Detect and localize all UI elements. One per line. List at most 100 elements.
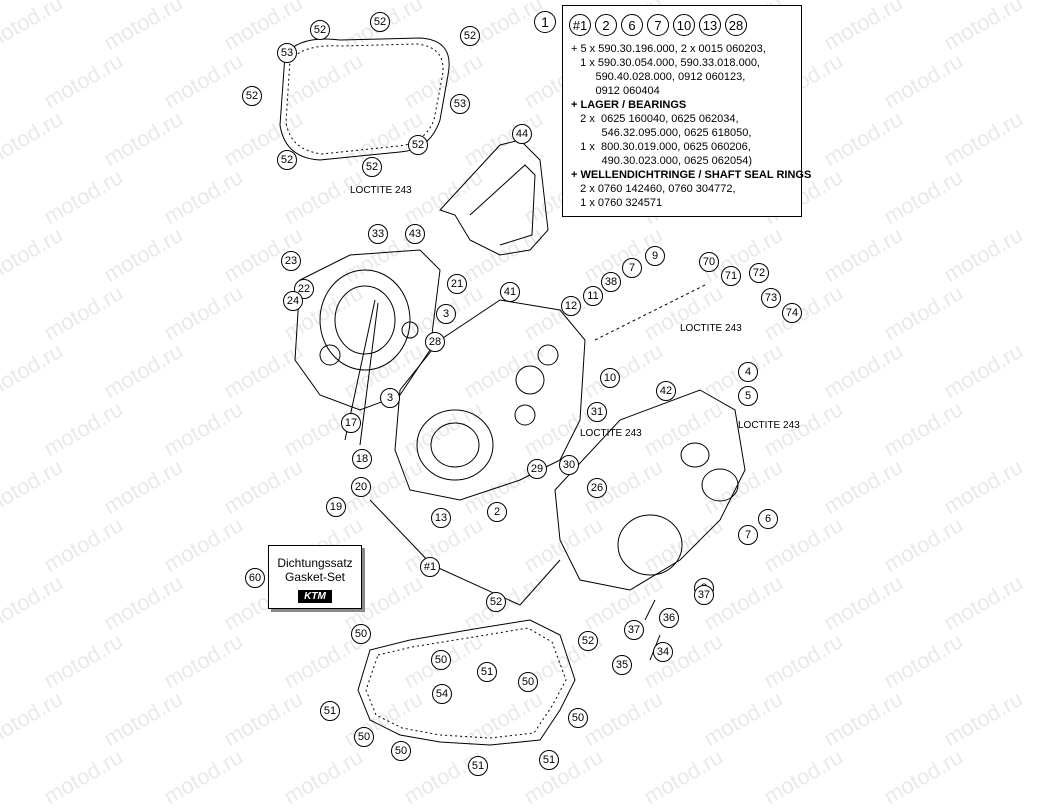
part-callout: 5: [738, 386, 758, 406]
legend-header-callout: 2: [595, 14, 617, 36]
loctite-note: LOCTITE 243: [738, 420, 800, 431]
part-callout: 52: [362, 157, 382, 177]
part-callout: 50: [354, 727, 374, 747]
part-callout: 44: [512, 124, 532, 144]
part-callout: 50: [568, 708, 588, 728]
part-callout: 2: [487, 502, 507, 522]
legend-line: 546.32.095.000, 0625 618050,: [571, 127, 752, 139]
part-callout: 11: [583, 286, 603, 306]
part-callout: 38: [601, 272, 621, 292]
loctite-note: LOCTITE 243: [680, 323, 742, 334]
parts-line-art: [279, 37, 746, 746]
legend-header-callout: #1: [569, 14, 591, 36]
legend-line: 490.30.023.000, 0625 062054): [571, 155, 753, 167]
gasket-set-line2: Gasket-Set: [284, 570, 346, 584]
crankcase-gasket: [357, 619, 576, 746]
legend-header-callout: 13: [699, 14, 721, 36]
part-callout: 23: [281, 251, 301, 271]
part-callout: 21: [447, 274, 467, 294]
legend-line: + WELLENDICHTRINGE / SHAFT SEAL RINGS: [571, 169, 812, 181]
legend-line: 1 x 800.30.019.000, 0625 060206,: [571, 141, 751, 153]
part-callout: 20: [351, 477, 371, 497]
part-callout: 35: [612, 655, 632, 675]
legend-line: 2 x 0625 160040, 0625 062034,: [571, 113, 739, 125]
part-callout: 43: [405, 224, 425, 244]
part-callout: 41: [500, 282, 520, 302]
right-crankcase: [554, 389, 746, 591]
part-callout: 72: [749, 263, 769, 283]
part-callout: 37: [624, 620, 644, 640]
part-callout: 33: [368, 224, 388, 244]
bracket-part: [439, 139, 549, 256]
legend-line: + LAGER / BEARINGS: [571, 99, 687, 111]
part-callout: 6: [758, 509, 778, 529]
part-callout: 13: [431, 508, 451, 528]
legend-line: 2 x 0760 142460, 0760 304772,: [571, 183, 736, 195]
part-callout: 37: [694, 585, 714, 605]
part-callout: 9: [645, 246, 665, 266]
part-callout: 31: [587, 402, 607, 422]
part-callout: 53: [450, 94, 470, 114]
part-callout: 60: [245, 568, 265, 588]
legend-text: + 5 x 590.30.196.000, 2 x 0015 060203, 1…: [571, 42, 811, 210]
part-callout: 52: [408, 135, 428, 155]
part-callout: 52: [578, 631, 598, 651]
ktm-logo: KTM: [298, 590, 332, 603]
part-callout: 52: [486, 592, 506, 612]
part-callout: 3: [380, 388, 400, 408]
part-callout: 18: [352, 449, 372, 469]
part-callout: 7: [738, 525, 758, 545]
legend-line: 0912 060404: [571, 85, 660, 97]
part-callout: 52: [370, 12, 390, 32]
part-callout: 71: [721, 266, 741, 286]
clutch-cover-gasket: [279, 37, 450, 161]
legend-line: + 5 x 590.30.196.000, 2 x 0015 060203,: [571, 43, 766, 55]
legend-line: 1 x 0760 324571: [571, 197, 663, 209]
part-callout: 26: [587, 478, 607, 498]
part-callout: 3: [436, 304, 456, 324]
part-callout: 74: [782, 303, 802, 323]
part-callout: 51: [539, 750, 559, 770]
part-callout: 52: [460, 26, 480, 46]
legend-header-callout: 7: [647, 14, 669, 36]
part-callout: 53: [277, 43, 297, 63]
gasket-set-box: Dichtungssatz Gasket-Set KTM: [268, 545, 362, 609]
clutch-cover: [294, 249, 441, 411]
part-callout: 54: [432, 684, 452, 704]
part-callout: 50: [391, 741, 411, 761]
part-callout: 50: [351, 624, 371, 644]
part-callout: 50: [431, 650, 451, 670]
part-callout: 34: [653, 642, 673, 662]
part-callout: 19: [326, 497, 346, 517]
part-callout: 52: [310, 20, 330, 40]
part-callout: 24: [283, 291, 303, 311]
part-callout: 50: [518, 672, 538, 692]
part-callout: 12: [561, 296, 581, 316]
legend-header-callout: 6: [621, 14, 643, 36]
legend-line: 1 x 590.30.054.000, 590.33.018.000,: [571, 57, 760, 69]
part-callout: 28: [425, 332, 445, 352]
part-callout: 17: [341, 413, 361, 433]
part-callout: 36: [659, 608, 679, 628]
part-callout: 10: [600, 368, 620, 388]
part-callout: 29: [527, 459, 547, 479]
part-callout: #1: [420, 557, 440, 577]
loctite-note: LOCTITE 243: [580, 428, 642, 439]
gasket-set-line1: Dichtungssatz: [277, 556, 353, 570]
part-callout: 30: [559, 455, 579, 475]
legend-line: 590.40.028.000, 0912 060123,: [571, 71, 746, 83]
part-callout: 51: [468, 756, 488, 776]
part-callout: 51: [477, 662, 497, 682]
part-callout: 42: [656, 381, 676, 401]
part-callout: 51: [320, 701, 340, 721]
legend-header-callout: 10: [673, 14, 695, 36]
part-callout: 52: [242, 86, 262, 106]
left-crankcase: [394, 299, 586, 501]
part-callout: 4: [738, 362, 758, 382]
part-callout: 73: [761, 288, 781, 308]
legend-header-callout: 28: [725, 14, 747, 36]
part-callout: 7: [622, 258, 642, 278]
